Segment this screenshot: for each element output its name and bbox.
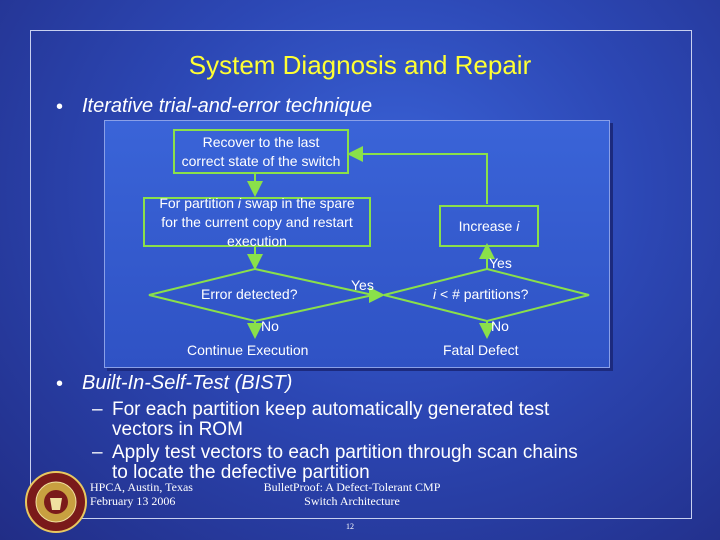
no-label-error: No (261, 318, 279, 334)
fatal-defect-label: Fatal Defect (443, 342, 519, 358)
box-recover: Recover to the last correct state of the… (173, 129, 349, 174)
recover-line-1: Recover to the last (202, 133, 320, 150)
sub-bullet-scan: Apply test vectors to each partition thr… (112, 442, 578, 483)
slide-frame (30, 30, 692, 519)
sub-bullet-rom: For each partition keep automatically ge… (112, 399, 550, 440)
partitions-label: i < # partitions? (433, 286, 529, 302)
box-swap: For partition i swap in the spare for th… (143, 194, 371, 249)
slide-title: System Diagnosis and Repair (188, 50, 532, 80)
sub-bullet-dash: – (92, 442, 103, 463)
footer-location: HPCA, Austin, Texas February 13 2006 (90, 480, 193, 508)
bullet-marker: • (56, 373, 64, 395)
bullet-bist: Built-In-Self-Test (BIST) (82, 372, 293, 394)
box-increase: Increase i (439, 205, 539, 247)
swap-line-2: for the current copy and restart (161, 213, 353, 230)
yes-label-partitions: Yes (489, 255, 512, 271)
swap-line-1: For partition i swap in the spare (159, 194, 355, 211)
swap-line-3: execution (227, 232, 287, 249)
recover-line-2: correct state of the switch (181, 152, 341, 169)
arrow-increase-to-recover (347, 146, 488, 204)
continue-execution-label: Continue Execution (187, 342, 309, 358)
no-label-partitions: No (491, 318, 509, 334)
error-detected-label: Error detected? (201, 286, 298, 302)
sub-bullet-dash: – (92, 399, 103, 420)
increase-label: Increase i (458, 217, 520, 234)
flow-connectors (148, 146, 590, 339)
university-seal-icon (25, 471, 87, 533)
yes-label-error: Yes (351, 277, 374, 293)
bullet-marker: • (56, 96, 64, 118)
footer-paper-title: BulletProof: A Defect-Tolerant CMP Switc… (263, 480, 441, 508)
bullet-iterative: Iterative trial-and-error technique (82, 95, 373, 117)
page-number: 12 (346, 522, 354, 531)
flow-diagram: Recover to the last correct state of the… (104, 120, 610, 368)
